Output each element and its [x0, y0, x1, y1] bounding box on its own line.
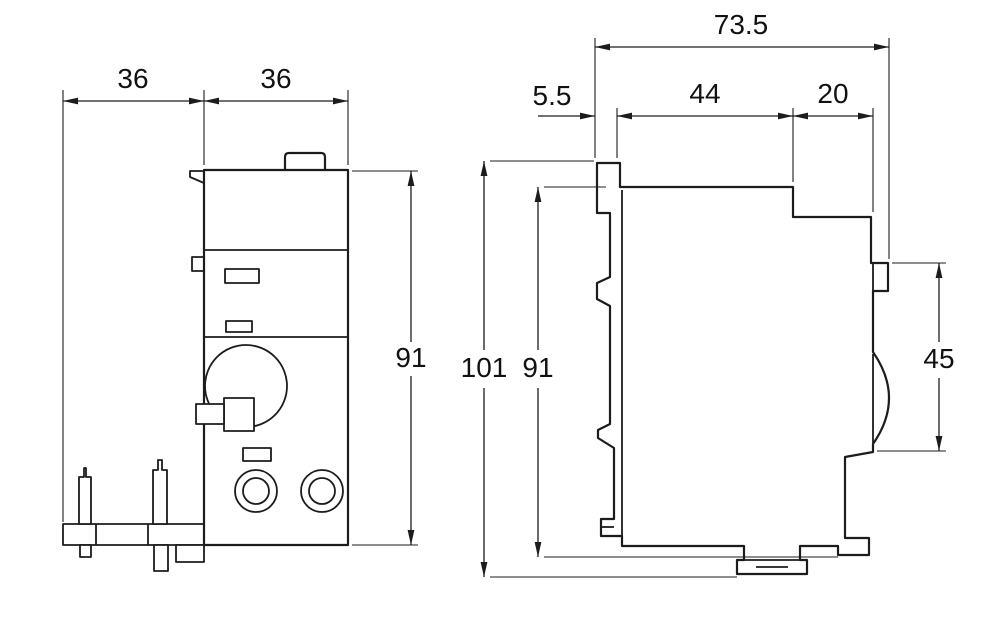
dim-side-total-height: 101	[461, 160, 737, 578]
dim-side-body-depth-label: 44	[689, 78, 720, 109]
front-terminal-left-inner	[242, 477, 270, 505]
side-profile-outline	[595, 161, 890, 576]
dim-side-rail-offset-label: 5.5	[533, 80, 572, 111]
front-terminal-right-outer	[300, 469, 344, 513]
dim-side-rail-offset: 5.5	[533, 80, 618, 158]
front-dial-window	[223, 397, 255, 432]
front-test-button	[195, 403, 225, 425]
dim-front-width-left: 36	[62, 63, 205, 522]
front-terminal-right-inner	[308, 477, 336, 505]
front-body-outline	[202, 168, 350, 547]
front-din-base	[62, 523, 205, 546]
dim-front-height-label: 91	[395, 342, 426, 373]
front-din-foot-right	[175, 544, 205, 563]
dim-front-height: 91	[352, 170, 427, 546]
dim-side-total-width: 73.5	[594, 9, 890, 259]
front-top-left-hook	[189, 170, 205, 184]
dim-side-front-depth: 20	[793, 78, 874, 212]
front-terminal-left-outer	[234, 469, 278, 513]
front-din-prong-left	[78, 467, 92, 525]
front-label-window-3	[242, 447, 272, 462]
dim-side-body-height-label: 91	[522, 352, 553, 383]
dim-front-width-right-label: 36	[260, 63, 291, 94]
front-label-window-2	[225, 320, 253, 333]
front-top-tab	[283, 151, 327, 172]
front-din-prong-right	[152, 459, 168, 525]
dim-side-total-width-label: 73.5	[714, 9, 769, 40]
dimensions: 36 36 91 73.5	[62, 9, 955, 578]
front-din-foot-left	[79, 544, 92, 558]
dim-side-front-height: 45	[877, 262, 955, 452]
front-din-foot-mid	[153, 544, 169, 572]
dim-side-front-height-label: 45	[923, 343, 954, 374]
front-label-window-1	[224, 268, 260, 284]
dim-side-total-height-label: 101	[461, 352, 508, 383]
front-left-tab	[191, 256, 205, 272]
dim-front-width-left-label: 36	[117, 63, 148, 94]
dim-side-body-height: 91	[522, 186, 838, 558]
dim-side-body-depth: 44	[617, 78, 794, 182]
dim-front-width-right: 36	[204, 63, 349, 165]
side-view	[595, 161, 890, 576]
dim-side-front-depth-label: 20	[817, 78, 848, 109]
front-view	[62, 151, 350, 572]
